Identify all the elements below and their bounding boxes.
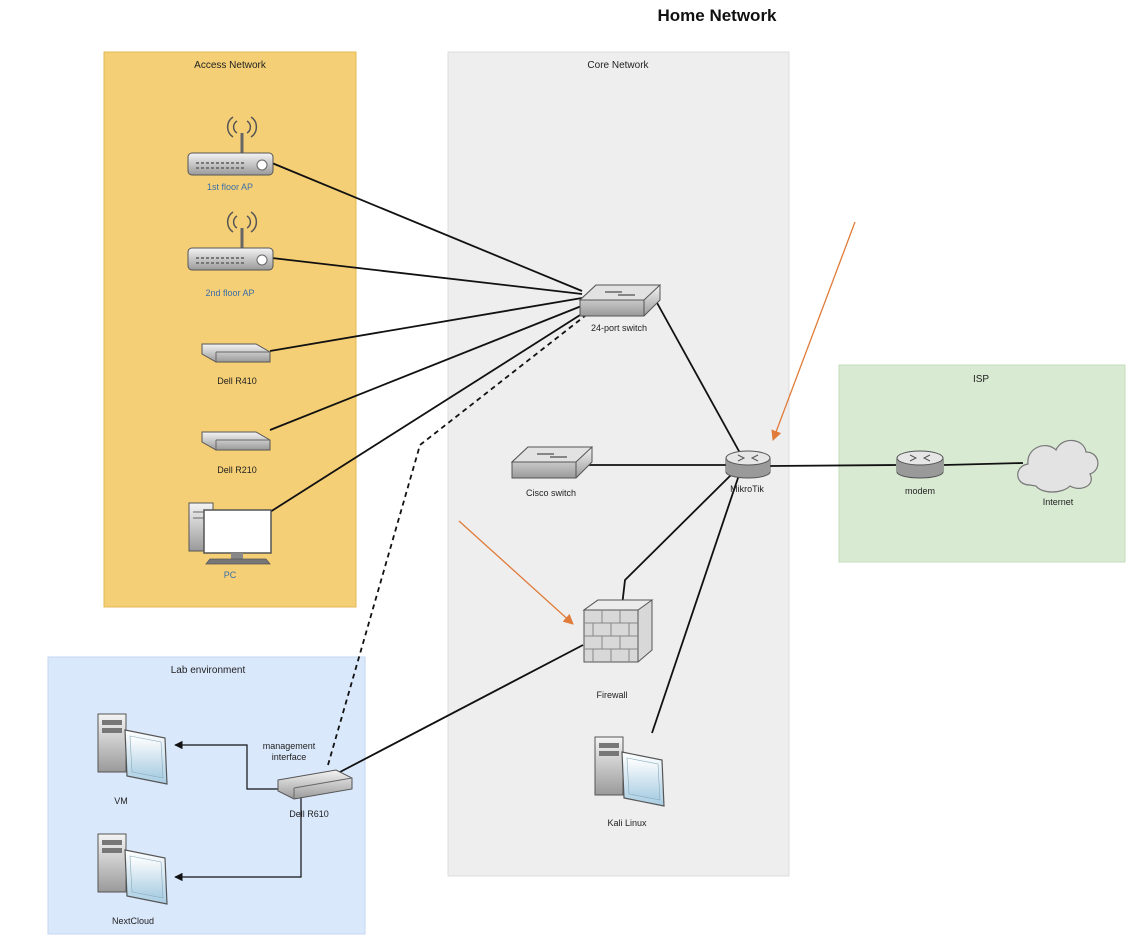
wireless-ap-icon [187, 211, 274, 271]
link-firewall-r610 [339, 644, 584, 773]
link-mikrotik-kali [651, 471, 741, 734]
network-switch-icon [578, 284, 662, 317]
link-r410-switch [269, 297, 583, 352]
rack-server-icon [201, 343, 271, 363]
firewall[interactable]: Firewall [582, 599, 654, 700]
network-switch-icon [510, 446, 594, 479]
cloud-icon [1017, 439, 1099, 493]
wireless-ap-icon [187, 116, 274, 176]
management-interface-label-line1: management [263, 741, 316, 751]
server-workstation-icon [97, 833, 168, 905]
ap-1st-floor-label: 1st floor AP [207, 182, 253, 192]
core-network-label: Core Network [587, 60, 649, 71]
kali-linux-host[interactable]: Kali Linux [594, 736, 665, 828]
link-modem-internet [943, 462, 1024, 466]
management-interface-label-line2: interface [272, 752, 307, 762]
link-ap1-switch [271, 162, 583, 292]
router-icon [725, 450, 771, 479]
orange-arrow-to-firewall [458, 520, 574, 625]
link-mikrotik-modem [769, 464, 897, 467]
router-mikrotik[interactable]: MikroTik [725, 450, 771, 494]
arrow-r610-nextcloud [174, 798, 302, 882]
link-ap2-switch [271, 257, 583, 295]
server-dell-r210[interactable]: Dell R210 [201, 431, 271, 475]
nextcloud-host[interactable]: NextCloud [97, 833, 168, 926]
orange-arrow-to-mikrotik [771, 221, 856, 441]
access-network-label: Access Network [194, 60, 267, 71]
switch-cisco[interactable]: Cisco switch [510, 446, 594, 498]
internet-label: Internet [1043, 497, 1074, 507]
connections [269, 162, 1024, 773]
lab-arrows [174, 740, 302, 882]
server-workstation-icon [97, 713, 168, 785]
link-r210-switch [269, 304, 585, 431]
pc-workstation[interactable]: PC [188, 502, 272, 580]
arrow-r610-vm [174, 740, 278, 790]
kali-linux-label: Kali Linux [607, 818, 647, 828]
link-switch-mikrotik [655, 300, 741, 454]
lab-environment-label: Lab environment [171, 665, 246, 676]
ap-2nd-floor[interactable]: 2nd floor AP [187, 211, 274, 298]
ap-1st-floor[interactable]: 1st floor AP [187, 116, 274, 192]
dell-r210-label: Dell R210 [217, 465, 257, 475]
isp-label: ISP [973, 374, 989, 385]
nextcloud-label: NextCloud [112, 916, 154, 926]
internet-cloud[interactable]: Internet [1017, 439, 1099, 507]
mikrotik-label: MikroTik [730, 484, 764, 494]
link-pc-switch [269, 309, 589, 513]
server-workstation-icon [594, 736, 665, 807]
modem[interactable]: modem [896, 450, 944, 496]
link-mikrotik-firewall [621, 471, 735, 607]
diagram-title: Home Network [657, 6, 777, 25]
lab-environment-zone [47, 656, 366, 935]
firewall-label: Firewall [596, 690, 627, 700]
dashed-management-link [327, 311, 591, 766]
dell-r610-label: Dell R610 [289, 809, 329, 819]
desktop-pc-icon [188, 502, 272, 565]
vm-label: VM [114, 796, 128, 806]
modem-label: modem [905, 486, 935, 496]
switch-24-port-label: 24-port switch [591, 323, 647, 333]
ap-2nd-floor-label: 2nd floor AP [205, 288, 254, 298]
rack-server-icon [201, 431, 271, 451]
switch-24-port[interactable]: 24-port switch [578, 284, 662, 333]
server-dell-r610[interactable]: Dell R610 management interface [263, 741, 353, 819]
router-icon [896, 450, 944, 479]
dell-r410-label: Dell R410 [217, 376, 257, 386]
server-dell-r410[interactable]: Dell R410 [201, 343, 271, 386]
vm-host[interactable]: VM [97, 713, 168, 806]
rack-server-icon [277, 769, 353, 800]
cisco-switch-label: Cisco switch [526, 488, 576, 498]
pc-label: PC [224, 570, 237, 580]
firewall-icon [582, 599, 654, 663]
